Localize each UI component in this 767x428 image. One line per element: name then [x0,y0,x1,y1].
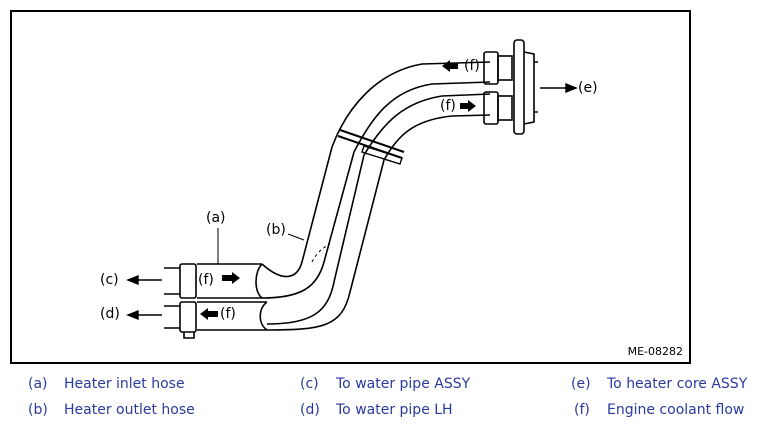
band-clamp-1 [339,129,405,153]
legend-text-e: To heater core ASSY [607,376,748,392]
legend-text-f: Engine coolant flow [607,402,745,418]
callout-f-lower: (f) [440,98,456,114]
hidden-edge [311,243,331,263]
legend-text-b: Heater outlet hose [64,402,195,418]
upper-hose-bottom-edge [353,81,491,153]
hose-b-left-edge [266,154,365,325]
lower-fitting-clamp [483,91,499,125]
flow-arrow-upper [442,60,458,72]
inlet-clamp [179,263,197,299]
outlet-hose-end [259,301,268,331]
hose-b-right-edge [266,159,385,331]
inlet-hose-end [255,263,263,299]
outlet-clamp-tab [183,332,195,339]
band-clamp-3 [361,145,403,165]
lower-hose-top-edge [363,93,491,156]
legend-key-b: (b) [28,402,48,418]
upper-fitting-clamp [483,51,499,85]
legend-key-c: (c) [300,376,319,392]
outlet-pipe [164,305,180,329]
outlet-clamp [179,301,197,333]
hose-drawing [126,39,578,339]
legend-key-d: (d) [300,402,320,418]
callout-b: (b) [266,222,286,238]
callout-a: (a) [206,210,226,226]
legend-key-f: (f) [574,402,590,418]
arrow-c-head [126,274,139,286]
upper-hose-top-edge [331,61,491,148]
callout-f-outlet: (f) [220,306,236,322]
legend-text-d: To water pipe LH [336,402,453,418]
flange [513,39,525,135]
callout-c: (c) [100,272,119,288]
callout-f-upper: (f) [464,58,480,74]
lower-hose-bottom-edge [383,114,491,161]
arrow-e-head [565,82,578,94]
legend-key-a: (a) [28,376,48,392]
figure-code: ME-08282 [627,345,683,358]
callout-e: (e) [578,80,598,96]
hose-a-left-edge [261,146,333,278]
upper-fitting-neck [497,55,513,81]
flow-arrow-outlet [200,308,218,320]
lower-fitting-neck [497,95,513,121]
callout-f-inlet: (f) [198,272,214,288]
flow-arrow-lower [460,100,476,112]
flange-pipe-stub [534,61,538,113]
leader-b [287,233,305,241]
hose-diagram: (f) (f) (e) (a) (b) (c) (d) (f) (f) ME-0… [10,10,691,364]
arrow-d-head [126,309,139,321]
flange-body [523,51,535,125]
callout-d: (d) [100,306,120,322]
legend-text-c: To water pipe ASSY [336,376,471,392]
inlet-pipe [164,267,180,295]
hose-a-right-edge [261,151,355,299]
legend-text-a: Heater inlet hose [64,376,185,392]
flow-arrow-inlet [222,272,240,284]
legend-key-e: (e) [571,376,591,392]
